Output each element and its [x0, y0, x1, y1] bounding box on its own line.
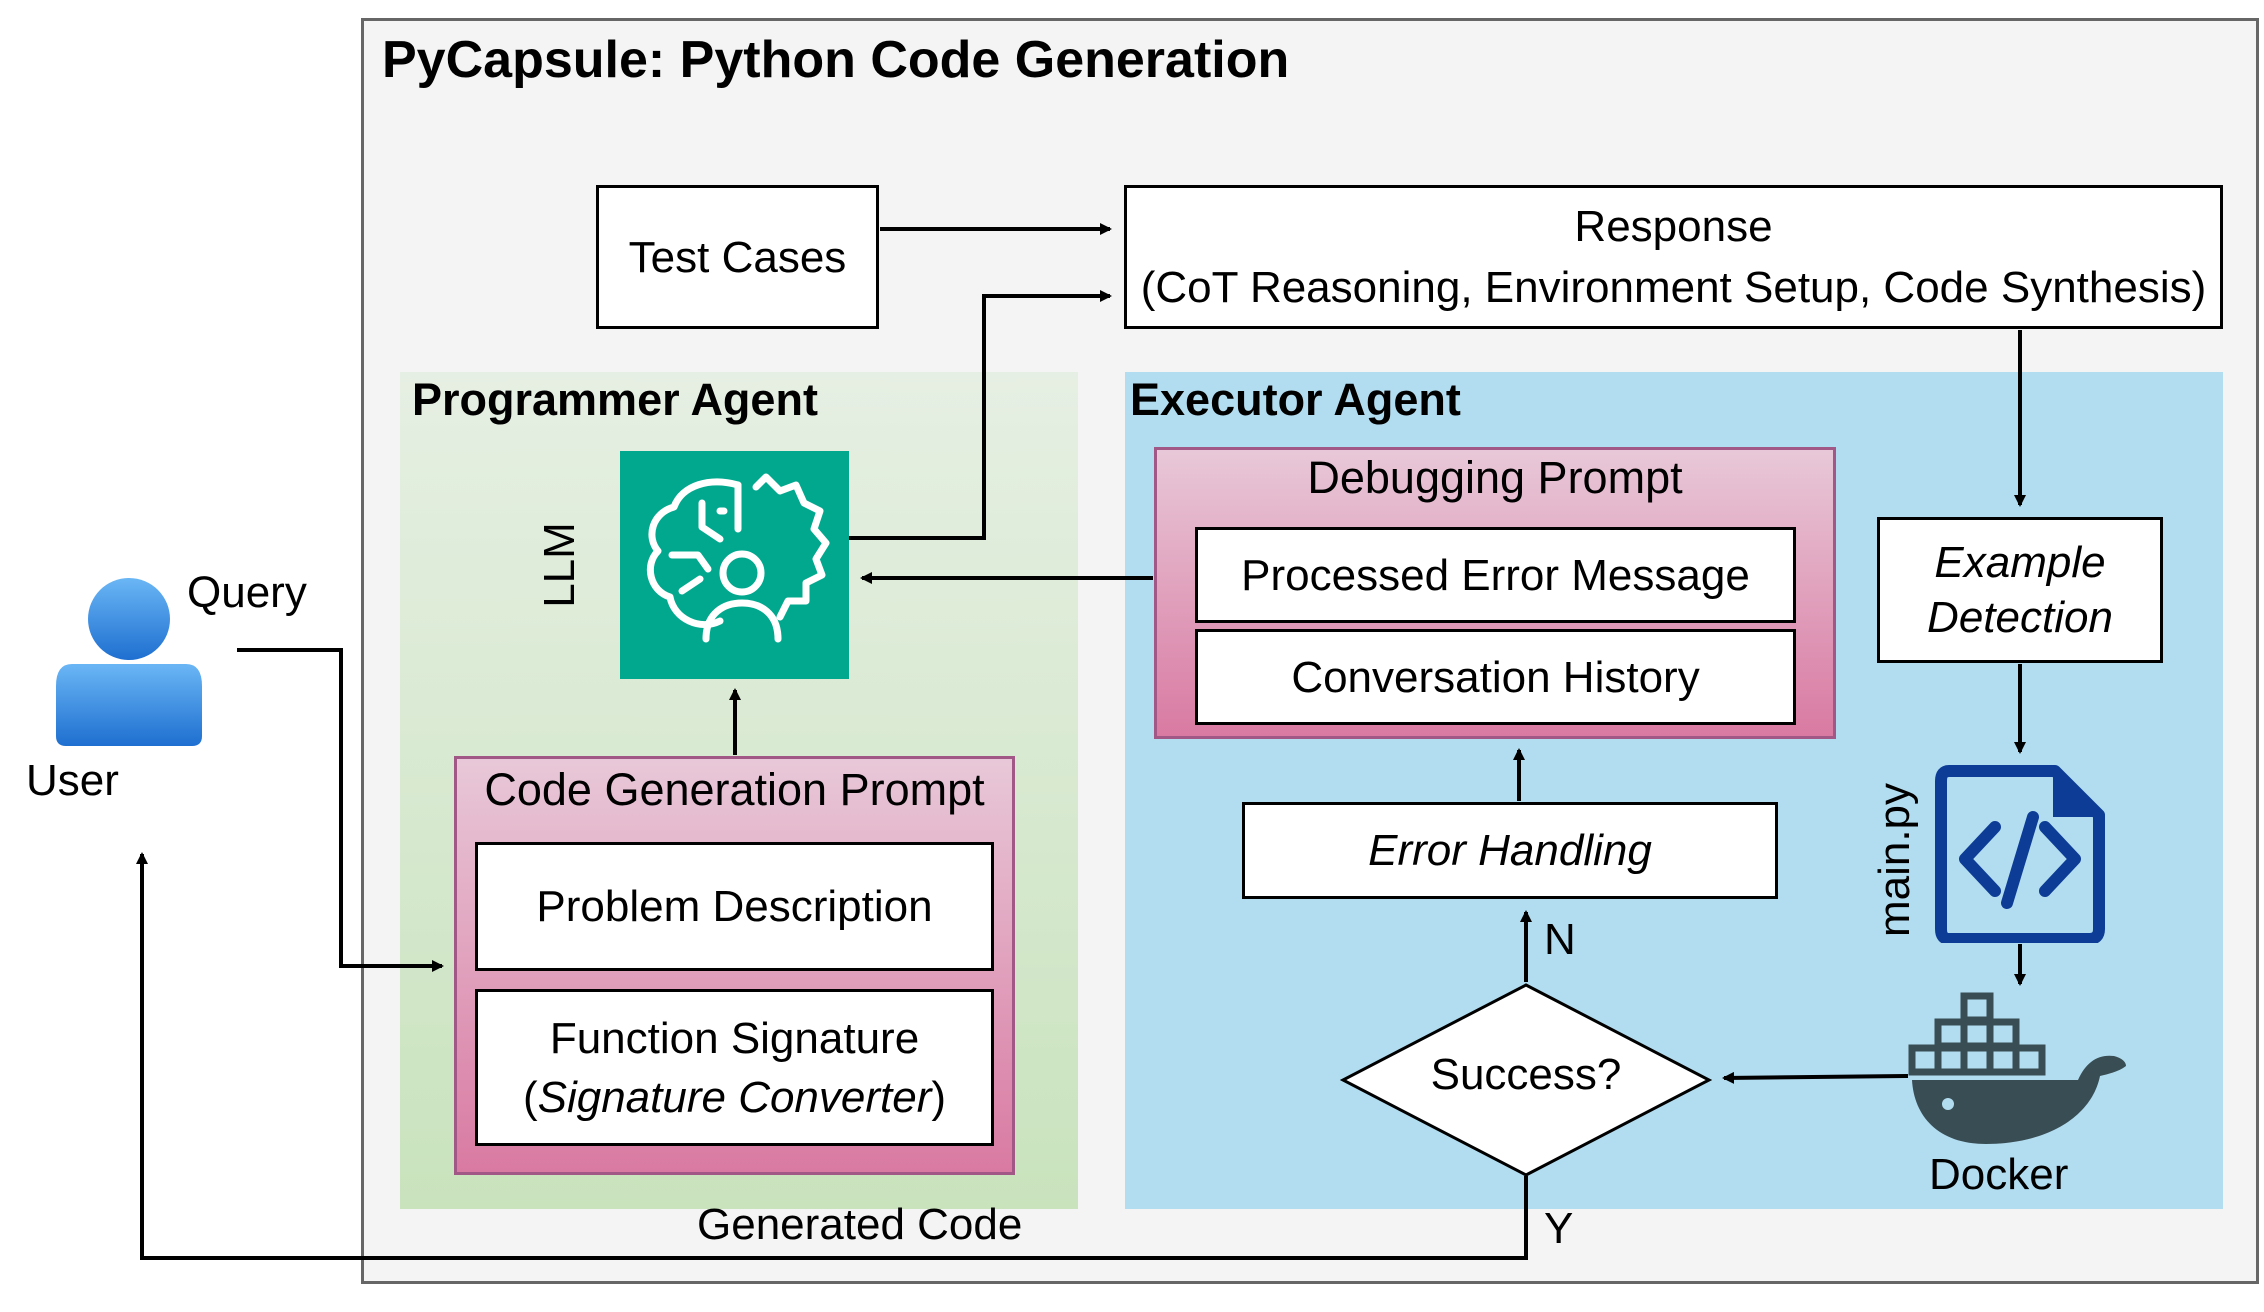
docker-label: Docker: [1929, 1150, 2069, 1199]
executor-agent-title: Executor Agent: [1130, 374, 1461, 425]
response-box: Response (CoT Reasoning, Environment Set…: [1124, 185, 2223, 329]
signature-converter-label: Signature Converter: [537, 1072, 932, 1122]
yes-branch-label: Y: [1544, 1204, 1574, 1253]
test-cases-label: Test Cases: [628, 232, 847, 282]
test-cases-box: Test Cases: [596, 185, 879, 329]
arrow-docker-to-success: [1722, 1071, 1909, 1084]
example-detection-label-line1: Example: [1934, 538, 2106, 587]
code-generation-prompt-title: Code Generation Prompt: [484, 764, 985, 815]
user-label: User: [26, 756, 119, 805]
error-handling-box: Error Handling: [1242, 802, 1778, 899]
conversation-history-label: Conversation History: [1291, 652, 1700, 702]
example-detection-box: Example Detection: [1877, 517, 2163, 663]
signature-converter-note: (Signature Converter): [522, 1072, 947, 1122]
docker-icon: [1908, 992, 2130, 1148]
python-file-icon: [1935, 765, 2105, 945]
query-label: Query: [187, 568, 307, 617]
arrow-query-to-codegen: [237, 648, 444, 972]
processed-error-message-label: Processed Error Message: [1241, 550, 1750, 600]
conversation-history-box: Conversation History: [1195, 629, 1796, 725]
llm-icon: [620, 451, 849, 679]
response-title: Response: [1574, 202, 1773, 251]
response-details: (CoT Reasoning, Environment Setup, Code …: [1140, 263, 2207, 312]
arrow-llm-to-response: [849, 290, 1112, 540]
generated-code-label: Generated Code: [697, 1200, 1023, 1249]
success-decision: [1340, 983, 1712, 1177]
function-signature-label: Function Signature: [549, 1013, 920, 1063]
programmer-agent-title: Programmer Agent: [412, 374, 818, 425]
debugging-prompt-title: Debugging Prompt: [1307, 452, 1683, 503]
example-detection-label-line2: Detection: [1927, 593, 2113, 642]
arrow-success-to-user: [136, 852, 1528, 1260]
processed-error-message-box: Processed Error Message: [1195, 527, 1796, 623]
problem-description-box: Problem Description: [475, 842, 994, 971]
problem-description-label: Problem Description: [536, 882, 933, 931]
function-signature-box: Function Signature (Signature Converter): [475, 989, 994, 1146]
error-handling-label: Error Handling: [1368, 826, 1652, 875]
success-label: Success?: [1430, 1050, 1622, 1099]
no-branch-label: N: [1544, 915, 1576, 964]
diagram-title: PyCapsule: Python Code Generation: [382, 31, 1290, 89]
user-icon: [56, 578, 202, 746]
